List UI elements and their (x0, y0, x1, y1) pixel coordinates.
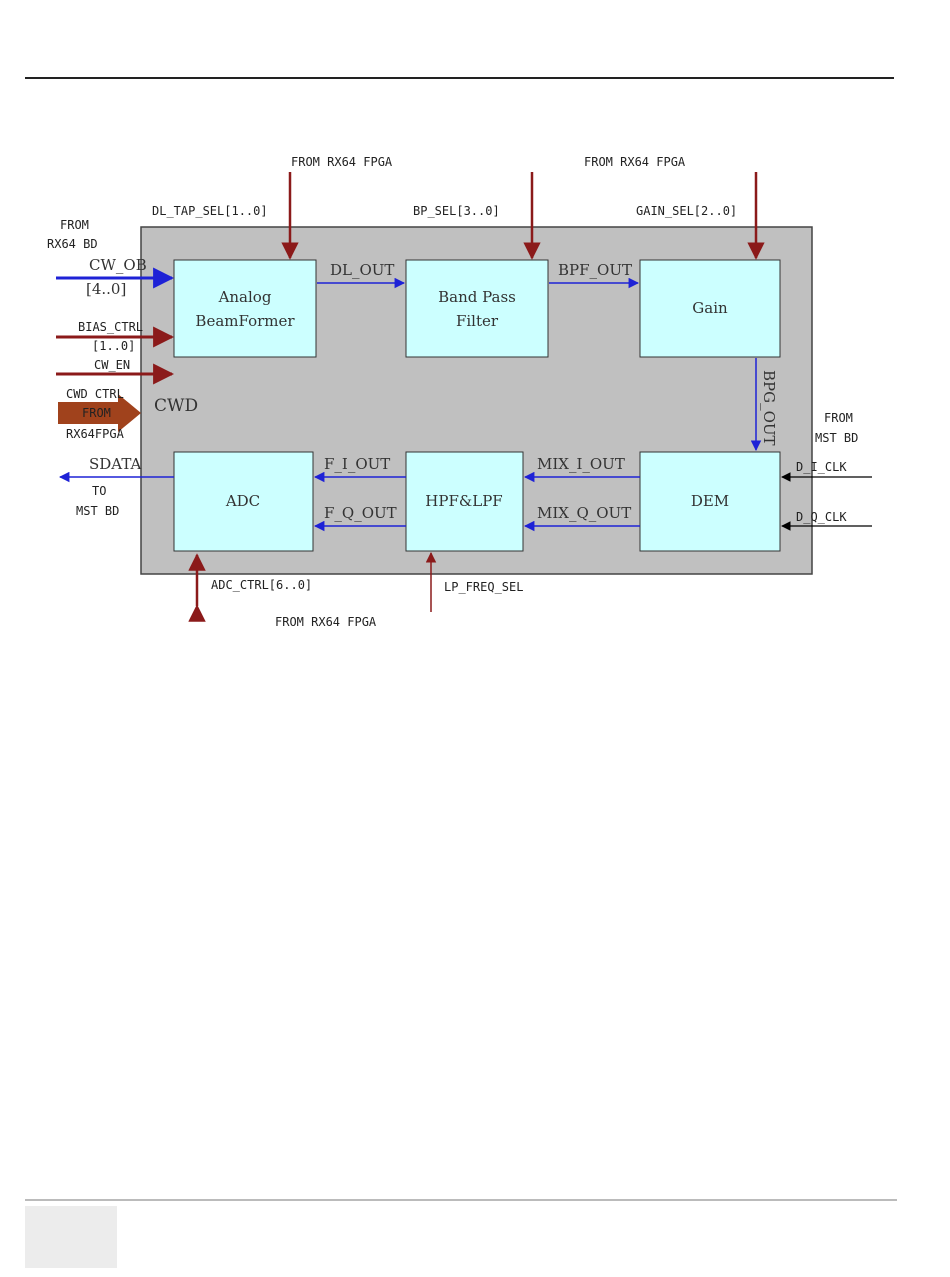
gain-sel-label: GAIN_SEL[2..0] (636, 204, 737, 218)
from-rx64-bd-label: FROM (60, 218, 89, 232)
svg-text:ADC: ADC (225, 492, 260, 510)
svg-text:Gain: Gain (692, 299, 728, 317)
cwd-ctrl-from-label: FROM (82, 406, 111, 420)
cwd-ctrl-label: CWD CTRL (66, 387, 124, 401)
from-rx64-fpga-label-3: FROM RX64 FPGA (275, 615, 377, 629)
bp-sel-label: BP_SEL[3..0] (413, 204, 500, 218)
footer-rule (25, 1199, 897, 1201)
d-i-clk-label: D_I_CLK (796, 460, 847, 474)
svg-text:Filter: Filter (456, 312, 499, 330)
adc-block: ADC (173, 451, 314, 552)
cw-en-label: CW_EN (94, 358, 130, 372)
cwd-block-diagram: CWD Analog BeamFormer Band Pass Filter G… (47, 155, 872, 629)
band-pass-filter-block: Band Pass Filter (405, 259, 549, 358)
from-rx64-fpga-label-2: FROM RX64 FPGA (584, 155, 686, 169)
analog-beamformer-block: Analog BeamFormer (173, 259, 317, 358)
gain-block: Gain (639, 259, 781, 358)
sdata-label: SDATA (89, 455, 141, 473)
mix-q-out-label: MIX_Q_OUT (537, 504, 631, 522)
svg-text:HPF&LPF: HPF&LPF (425, 492, 502, 510)
svg-text:Analog: Analog (218, 288, 272, 306)
f-q-out-label: F_Q_OUT (324, 504, 397, 522)
dl-tap-sel-label: DL_TAP_SEL[1..0] (152, 204, 268, 218)
dl-out-label: DL_OUT (330, 261, 394, 279)
cwd-ctrl-bus-arrow (58, 394, 141, 432)
to-label: TO (92, 484, 106, 498)
bias-ctrl-label: BIAS_CTRL (78, 320, 143, 334)
bpg-out-label: BPG_OUT (760, 370, 778, 446)
dem-block: DEM (639, 451, 781, 552)
to-mst-bd-label: MST BD (76, 504, 119, 518)
cwd-label: CWD (154, 396, 198, 416)
cw-ob-label: CW_OB (89, 256, 147, 274)
mst-bd-label: MST BD (815, 431, 858, 445)
d-q-clk-label: D_Q_CLK (796, 510, 847, 524)
bpf-out-label: BPF_OUT (558, 261, 632, 279)
f-i-out-label: F_I_OUT (324, 455, 390, 473)
lp-freq-sel-label: LP_FREQ_SEL (444, 580, 523, 594)
svg-text:Band Pass: Band Pass (438, 288, 516, 306)
footer-corner-box (25, 1206, 117, 1268)
mix-i-out-label: MIX_I_OUT (537, 455, 625, 473)
from-rx64-fpga-label-1: FROM RX64 FPGA (291, 155, 393, 169)
header-rule (25, 77, 894, 79)
adc-ctrl-label: ADC_CTRL[6..0] (211, 578, 312, 592)
cwd-ctrl-src-label: RX64FPGA (66, 427, 125, 441)
svg-text:DEM: DEM (691, 492, 729, 510)
hpf-lpf-block: HPF&LPF (405, 451, 524, 552)
bias-ctrl-range-label: [1..0] (92, 339, 135, 353)
cw-ob-range-label: [4..0] (86, 280, 126, 298)
from-mst-bd-label: FROM (824, 411, 853, 425)
svg-text:BeamFormer: BeamFormer (195, 312, 295, 330)
rx64-bd-label: RX64 BD (47, 237, 98, 251)
